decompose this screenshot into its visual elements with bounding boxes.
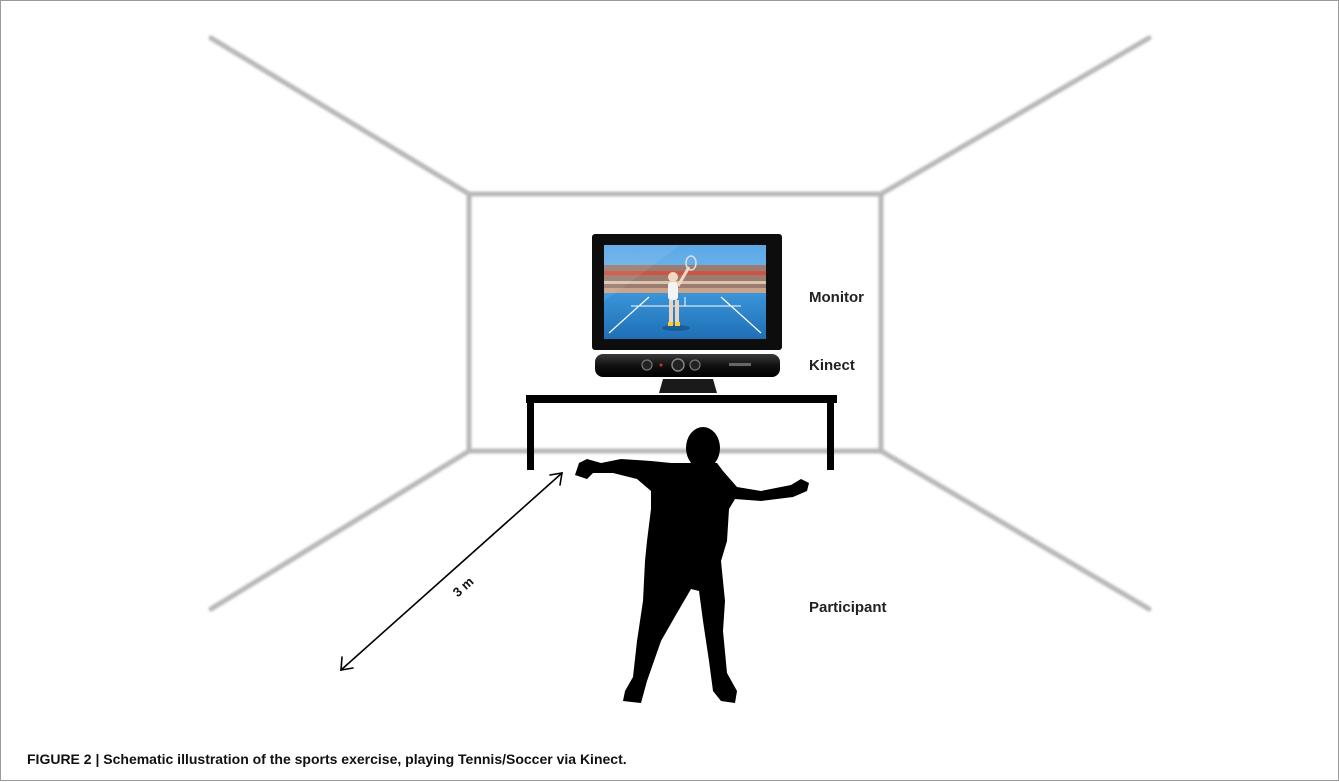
- participant-silhouette: [575, 427, 809, 703]
- table-leg-left: [527, 403, 534, 470]
- participant-head: [686, 427, 720, 469]
- monitor-label: Monitor: [809, 289, 864, 306]
- distance-label: 3 m: [450, 574, 477, 600]
- floor-line-right: [881, 451, 1149, 609]
- kinect-lens-center: [672, 359, 684, 371]
- table-leg-right: [827, 403, 834, 470]
- kinect-label: Kinect: [809, 357, 855, 374]
- participant-label: Participant: [809, 599, 887, 616]
- distance-arrow: [341, 473, 562, 670]
- kinect-lens-left: [642, 360, 652, 370]
- table-top: [526, 395, 837, 403]
- participant-body: [575, 459, 809, 703]
- monitor: [592, 234, 782, 350]
- kinect-body: [595, 354, 780, 377]
- kinect-sensor: [595, 354, 780, 393]
- table: [526, 395, 837, 470]
- floor-line-left: [211, 451, 469, 609]
- ceiling-line-left: [211, 38, 469, 194]
- figure-caption: FIGURE 2 | Schematic illustration of the…: [27, 751, 627, 767]
- kinect-base: [659, 379, 717, 393]
- ceiling-line-right: [881, 38, 1149, 194]
- kinect-lens-right: [690, 360, 700, 370]
